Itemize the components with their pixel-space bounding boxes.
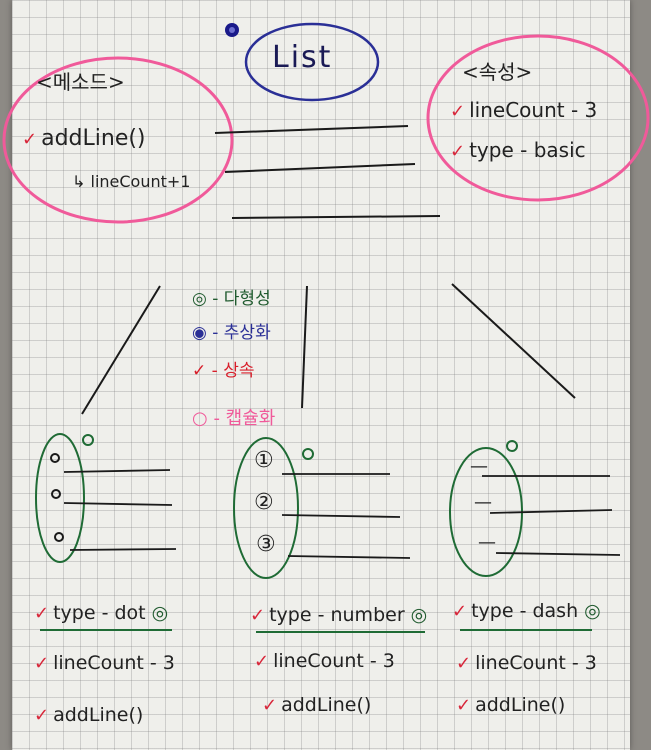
check-icon: ✓ bbox=[250, 605, 266, 626]
dash-variant-prop: ✓type - dash ◎ bbox=[452, 600, 601, 622]
check-icon: ✓ bbox=[34, 653, 50, 674]
dot-list-line bbox=[63, 502, 173, 506]
property-item: ✓type - basic bbox=[450, 138, 586, 162]
dot-marker-text: ••• bbox=[2, 2, 4, 3]
properties-header: <속성> bbox=[462, 60, 533, 84]
branch-line-left bbox=[81, 285, 161, 415]
number-marker: ① bbox=[254, 448, 274, 473]
dot-marker bbox=[54, 532, 64, 542]
open-circle-icon: ○ bbox=[192, 408, 208, 429]
number-marker-ellipse bbox=[233, 437, 299, 579]
legend-label: - 다형성 bbox=[212, 289, 271, 309]
legend-item-inheritance: ✓ - 상속 bbox=[192, 356, 254, 381]
dot-variant-prop: ✓type - dot ◎ bbox=[34, 602, 169, 624]
dash-variant-prop: ✓lineCount - 3 bbox=[456, 652, 597, 674]
legend-label: - 추상화 bbox=[212, 323, 271, 343]
legend-item-encapsulation: ○ - 캡슐화 bbox=[192, 404, 275, 430]
method-label: addLine() bbox=[41, 126, 146, 151]
number-variant-prop: ✓type - number ◎ bbox=[250, 604, 428, 626]
number-list-line bbox=[281, 514, 401, 518]
branch-line-center bbox=[301, 285, 308, 409]
check-icon: ✓ bbox=[450, 141, 466, 162]
base-list-line bbox=[214, 125, 409, 134]
number-variant-prop: ✓lineCount - 3 bbox=[254, 650, 395, 672]
check-icon: ✓ bbox=[262, 695, 278, 716]
dash-list-line bbox=[495, 552, 621, 556]
dot-marker bbox=[50, 453, 60, 463]
check-icon: ✓ bbox=[456, 653, 472, 674]
dash-marker: — bbox=[478, 532, 496, 553]
properties-circle bbox=[426, 34, 650, 202]
polymorphism-mark bbox=[82, 434, 94, 446]
branch-line-right bbox=[451, 283, 576, 399]
legend-label: - 상속 bbox=[211, 361, 255, 381]
polymorphism-mark bbox=[506, 440, 518, 452]
dot-marker-ellipse bbox=[35, 433, 85, 563]
base-list-line bbox=[231, 215, 441, 219]
check-icon: ✓ bbox=[450, 101, 466, 122]
filled-circle-icon: ◉ bbox=[192, 323, 207, 343]
dash-variant-prop: ✓addLine() bbox=[456, 694, 566, 716]
check-icon: ✓ bbox=[456, 695, 472, 716]
dash-marker: — bbox=[474, 492, 492, 513]
legend-label: - 캡슐화 bbox=[213, 408, 276, 429]
polymorphism-icon: ◎ bbox=[145, 602, 169, 624]
legend-item-polymorphism: ◎ - 다형성 bbox=[192, 284, 271, 309]
dot-list-line bbox=[63, 469, 171, 473]
check-icon: ✓ bbox=[34, 705, 50, 726]
number-marker: ② bbox=[254, 490, 274, 515]
number-marker: ③ bbox=[256, 532, 276, 557]
diagram-title: List bbox=[272, 40, 333, 75]
methods-circle bbox=[2, 56, 234, 224]
property-label: lineCount - 3 bbox=[469, 98, 598, 122]
property-item: ✓lineCount - 3 bbox=[450, 98, 597, 122]
method-item: ✓addLine() bbox=[22, 126, 146, 151]
dash-list-line bbox=[489, 509, 613, 514]
check-icon: ✓ bbox=[34, 603, 50, 624]
dot-variant-prop: ✓addLine() bbox=[34, 704, 144, 726]
polymorphism-mark bbox=[302, 448, 314, 460]
legend-item-abstraction: ◉ - 추상화 bbox=[192, 318, 271, 343]
polymorphism-icon: ◎ bbox=[404, 604, 428, 626]
property-label: type - basic bbox=[469, 138, 586, 162]
number-list-line bbox=[287, 555, 411, 559]
base-list-line bbox=[224, 163, 416, 173]
check-icon: ✓ bbox=[452, 601, 468, 622]
methods-header: <메소드> bbox=[36, 70, 125, 94]
number-variant-prop: ✓addLine() bbox=[262, 694, 372, 716]
grid-paper bbox=[12, 0, 630, 750]
check-icon: ✓ bbox=[22, 129, 38, 150]
title-ellipse bbox=[244, 22, 380, 102]
dot-list-line bbox=[69, 548, 177, 551]
double-circle-icon: ◎ bbox=[192, 289, 207, 309]
check-icon: ✓ bbox=[192, 361, 207, 381]
dot-variant-prop: ✓lineCount - 3 bbox=[34, 652, 175, 674]
dot-marker bbox=[51, 489, 61, 499]
polymorphism-icon: ◎ bbox=[578, 600, 601, 622]
dash-marker: — bbox=[470, 456, 488, 477]
method-note-text: lineCount+1 bbox=[90, 172, 191, 191]
method-note: ↳ lineCount+1 bbox=[72, 172, 190, 191]
arrow-icon: ↳ bbox=[72, 172, 91, 191]
check-icon: ✓ bbox=[254, 651, 270, 672]
